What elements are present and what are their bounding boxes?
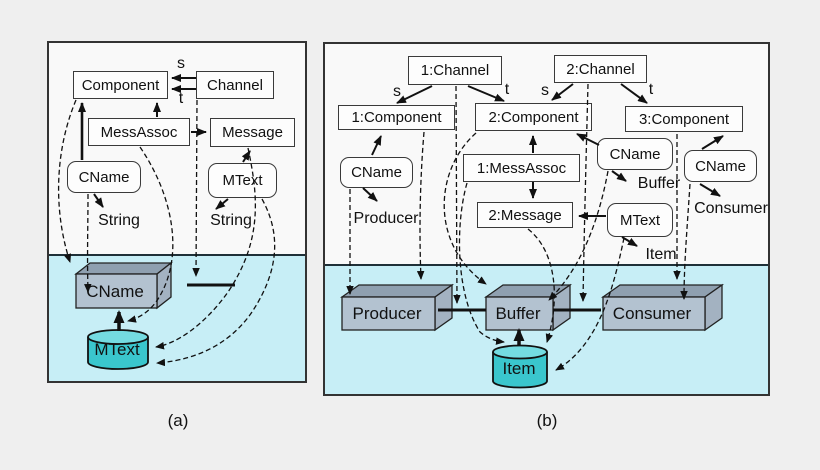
node-cname-mid: CName [597, 138, 673, 170]
label-consumer: Consumer [694, 200, 768, 217]
node-messassoc: MessAssoc [88, 118, 190, 146]
panel-b-instance-region [325, 264, 768, 394]
label-instance-item-cylinder: Item [502, 359, 536, 378]
label-s2-b: s [541, 82, 549, 99]
node-component-1: 1:Component [338, 105, 455, 130]
caption-b: (b) [536, 411, 558, 430]
label-buffer: Buffer [637, 175, 681, 192]
node-message: Message [210, 118, 295, 147]
label-instance-buffer-box: Buffer [495, 304, 541, 323]
label-producer: Producer [353, 210, 419, 227]
label-instance-producer-box: Producer [352, 304, 422, 323]
caption-a: (a) [167, 411, 189, 430]
node-cname-left: CName [340, 157, 413, 188]
node-mtext: MText [208, 163, 277, 198]
label-instance-consumer-box: Consumer [612, 304, 692, 323]
label-t-a: t [178, 90, 184, 107]
node-component-3: 3:Component [625, 106, 743, 132]
node-mtext-b: MText [607, 203, 673, 237]
node-component-2: 2:Component [475, 103, 592, 131]
label-t1-b: t [504, 81, 510, 98]
label-s1-b: s [393, 83, 401, 100]
node-component: Component [73, 71, 168, 99]
node-messassoc-1: 1:MessAssoc [463, 154, 580, 182]
panel-a-instance-region [49, 254, 305, 381]
node-channel-1: 1:Channel [408, 56, 502, 85]
label-string-right: String [210, 212, 252, 229]
node-message-2: 2:Message [477, 202, 573, 228]
label-instance-cname-box: CName [86, 282, 144, 301]
label-s-a: s [177, 55, 185, 72]
label-string-left: String [98, 212, 140, 229]
node-cname-right: CName [684, 150, 757, 182]
label-instance-mtext-cylinder: MText [94, 340, 140, 359]
label-t2-b: t [648, 81, 654, 98]
node-channel-2: 2:Channel [554, 55, 647, 83]
label-item: Item [645, 246, 677, 263]
node-cname: CName [67, 161, 141, 193]
node-channel: Channel [196, 71, 274, 99]
